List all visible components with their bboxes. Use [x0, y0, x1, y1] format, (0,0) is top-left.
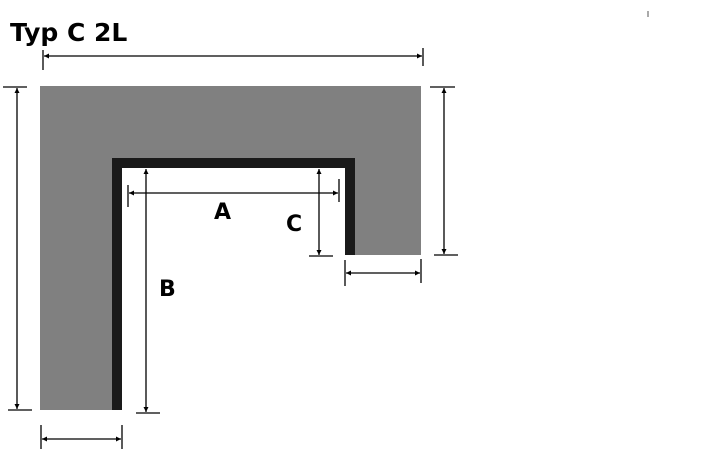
dimension-overall-height — [3, 86, 32, 411]
diagram-title: Typ C 2L — [10, 18, 127, 47]
label-c: C — [286, 212, 302, 237]
dimension-left-leg-width — [40, 425, 123, 449]
dimension-overall-width — [42, 48, 424, 70]
dimension-b — [136, 169, 160, 414]
dimension-right-height — [430, 86, 458, 256]
dimension-a — [127, 179, 340, 207]
profile-body — [40, 86, 421, 410]
label-a: A — [214, 200, 231, 225]
dimension-right-leg-width — [344, 259, 422, 286]
dimension-c — [309, 169, 333, 257]
label-b: B — [159, 277, 176, 302]
